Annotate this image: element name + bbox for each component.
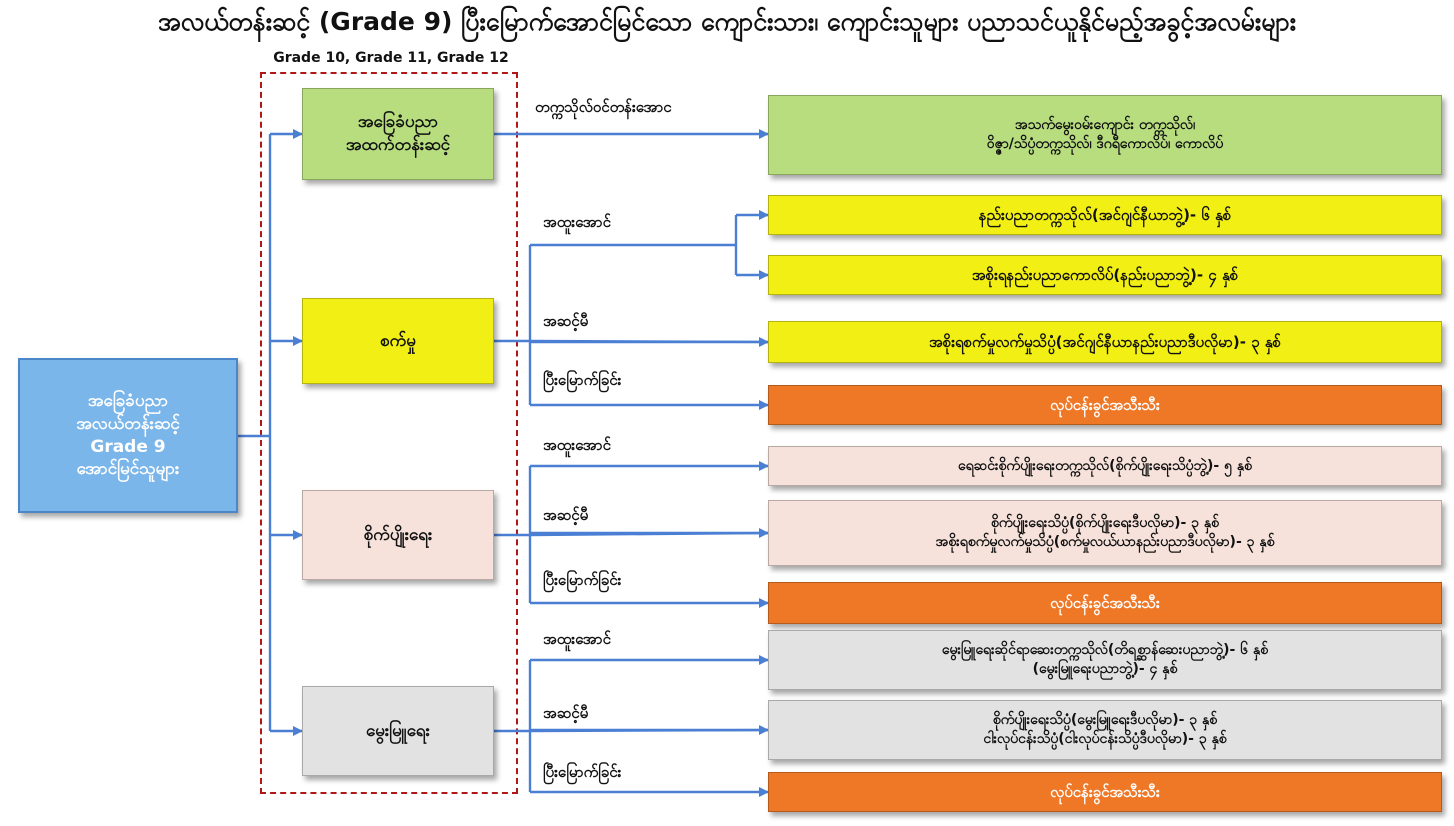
outcome-box-line: အစိုးရစက်မှုလက်မှုသိပ္ပံ(စက်မှုလယ်ယာနည်း… — [935, 534, 1275, 550]
outcome-box-line: စိုက်ပျိုးရေးသိပ္ပံ(မွေးမြူရေးဒီပလိုမာ)-… — [992, 712, 1218, 729]
branch-label: အထူးအောင် — [543, 213, 611, 231]
outcome-box: အစိုးရနည်းပညာကောလိပ်(နည်းပညာဘွဲ့)- ၄ နှစ… — [768, 255, 1442, 295]
stream-industry: စက်မှု — [302, 298, 494, 384]
outcome-box-line: နည်းပညာတက္ကသိုလ်(အင်ဂျင်နီယာဘွဲ့)- ၆ နှစ… — [978, 205, 1232, 224]
outcome-box-line: စိုက်ပျိုးရေးသိပ္ပံ(စိုက်ပျိုးရေးဒီပလိုမ… — [990, 515, 1220, 532]
outcome-box-line: အစိုးရစက်မှုလက်မှုသိပ္ပံ(အင်ဂျင်နီယာနည်း… — [928, 332, 1281, 351]
outcome-box-line: အစိုးရနည်းပညာကောလိပ်(နည်းပညာဘွဲ့)- ၄ နှစ… — [971, 265, 1239, 284]
upper-secondary-dashed-frame — [260, 72, 518, 794]
outcome-box-line: လုပ်ငန်းခွင်အသီးသီး — [1050, 395, 1160, 414]
stream-agriculture: စိုက်ပျိုးရေး — [302, 490, 494, 580]
outcome-box-line: (မွေးမြူရေးပညာဘွဲ့)- ၄ နှစ် — [1032, 661, 1178, 677]
outcome-box-line: ဝိဇ္ဇာ/သိပ္ပံတက္ကသိုလ်၊ ဒီဂရီကောလိပ်၊ ကေ… — [986, 136, 1224, 152]
source-box-grade9-graduates-line: Grade 9 — [90, 436, 166, 457]
outcome-box-line: လုပ်ငန်းခွင်အသီးသီး — [1050, 593, 1160, 612]
branch-label: ပြီးမြောက်ခြင်း — [543, 371, 622, 389]
outcome-box-line: ငါးလုပ်ငန်းသိပ္ပံ(ငါးလုပ်ငန်းသိပ္ပံဒီပလိ… — [983, 731, 1227, 747]
source-box-grade9-graduates-line: အောင်မြင်သူများ — [76, 459, 180, 480]
branch-label: အဆင့်မီ — [543, 704, 589, 722]
outcome-box: ရေဆင်းစိုက်ပျိုးရေးတက္ကသိုလ်(စိုက်ပျိုးရ… — [768, 446, 1442, 486]
branch-label: အထူးအောင် — [543, 436, 611, 454]
branch-label: အထူးအောင် — [543, 630, 611, 648]
outcome-box-line: လုပ်ငန်းခွင်အသီးသီး — [1050, 782, 1160, 801]
outcome-box-line: မွေးမြူရေးဆိုင်ရာဆေးတက္ကသိုလ်(တိရစ္ဆာန်ဆ… — [941, 642, 1269, 659]
outcome-box: လုပ်ငန်းခွင်အသီးသီး — [768, 385, 1442, 425]
stream-industry-line: စက်မှု — [380, 330, 416, 351]
stream-basic-education-high-school: အခြေခံပညာအထက်တန်းဆင့် — [302, 88, 494, 180]
branch-label: ပြီးမြောက်ခြင်း — [543, 571, 622, 589]
outcome-box: လုပ်ငန်းခွင်အသီးသီး — [768, 772, 1442, 812]
outcome-box: အစိုးရစက်မှုလက်မှုသိပ္ပံ(အင်ဂျင်နီယာနည်း… — [768, 321, 1442, 363]
stream-agriculture-line: စိုက်ပျိုးရေး — [363, 524, 433, 545]
stream-livestock: မွေးမြူရေး — [302, 686, 494, 776]
outcome-box: စိုက်ပျိုးရေးသိပ္ပံ(စိုက်ပျိုးရေးဒီပလိုမ… — [768, 500, 1442, 566]
source-box-grade9-graduates-line: အလယ်တန်းဆင့် — [76, 413, 180, 434]
branch-label: ပြီးမြောက်ခြင်း — [543, 763, 622, 781]
stream-basic-education-high-school-line: အခြေခံပညာ — [357, 112, 439, 133]
grade-range-label: Grade 10, Grade 11, Grade 12 — [273, 50, 509, 66]
outcome-box-line: ရေဆင်းစိုက်ပျိုးရေးတက္ကသိုလ်(စိုက်ပျိုးရ… — [958, 457, 1252, 474]
branch-label: တက္ကသိုလ်ဝင်တန်းအောင — [535, 98, 672, 116]
diagram-title: အလယ်တန်းဆင့် (Grade 9) ပြီးမြောက်အောင်မြ… — [157, 7, 1297, 36]
outcome-box: နည်းပညာတက္ကသိုလ်(အင်ဂျင်နီယာဘွဲ့)- ၆ နှစ… — [768, 195, 1442, 235]
outcome-box-line: အသက်မွေးဝမ်းကျောင်း တက္ကသိုလ်၊ — [1014, 117, 1196, 134]
stream-basic-education-high-school-line: အထက်တန်းဆင့် — [345, 135, 451, 155]
outcome-box: လုပ်ငန်းခွင်အသီးသီး — [768, 582, 1442, 624]
outcome-box: မွေးမြူရေးဆိုင်ရာဆေးတက္ကသိုလ်(တိရစ္ဆာန်ဆ… — [768, 630, 1442, 690]
branch-label: အဆင့်မီ — [543, 312, 589, 330]
outcome-box: စိုက်ပျိုးရေးသိပ္ပံ(မွေးမြူရေးဒီပလိုမာ)-… — [768, 700, 1442, 760]
source-box-grade9-graduates-line: အခြေခံပညာ — [87, 390, 169, 411]
outcome-box: အသက်မွေးဝမ်းကျောင်း တက္ကသိုလ်၊ဝိဇ္ဇာ/သိပ… — [768, 95, 1442, 175]
branch-label: အဆင့်မီ — [543, 506, 589, 524]
stream-livestock-line: မွေးမြူရေး — [365, 720, 431, 741]
